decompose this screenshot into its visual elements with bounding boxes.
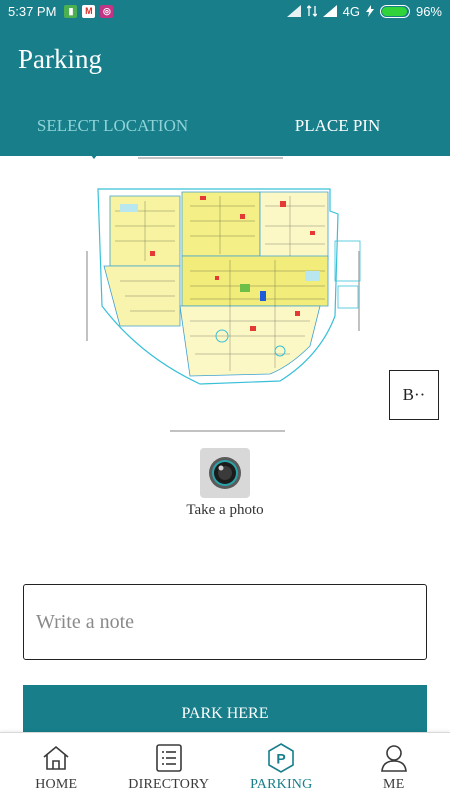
camera-icon bbox=[209, 457, 241, 489]
sim-card-icon: ▮ bbox=[64, 4, 78, 18]
nav-item-directory[interactable]: DIRECTORY bbox=[113, 733, 226, 800]
network-type: 4G bbox=[342, 3, 360, 19]
signal-icon bbox=[322, 5, 337, 17]
map-overlay-button[interactable]: B·· bbox=[389, 370, 439, 420]
battery-level bbox=[381, 6, 407, 16]
gmail-icon: M bbox=[82, 4, 96, 18]
charging-icon bbox=[365, 5, 374, 17]
take-photo-label: Take a photo bbox=[186, 502, 264, 518]
nav-label-me: ME bbox=[383, 777, 405, 792]
note-input[interactable] bbox=[23, 584, 427, 660]
status-time: 5:37 PM bbox=[8, 3, 57, 19]
parking-map[interactable] bbox=[80, 156, 380, 436]
directory-icon bbox=[154, 743, 184, 773]
battery-percent: 96% bbox=[415, 3, 442, 19]
nav-item-me[interactable]: ME bbox=[338, 733, 450, 800]
signal-icon bbox=[286, 5, 301, 17]
svg-text:P: P bbox=[277, 751, 286, 767]
battery-icon bbox=[379, 4, 410, 18]
parking-icon: P bbox=[266, 743, 296, 773]
nav-label-parking: PARKING bbox=[250, 777, 313, 792]
app-bar: Parking bbox=[0, 22, 450, 156]
data-transfer-icon bbox=[306, 5, 317, 17]
page-title: Parking bbox=[18, 44, 102, 74]
status-bar: 5:37 PM ▮ M ◎ 4G 96% bbox=[0, 0, 450, 22]
nav-item-parking[interactable]: P PARKING bbox=[225, 733, 338, 800]
floor-plan-image bbox=[86, 157, 361, 432]
camera-button[interactable] bbox=[200, 448, 250, 498]
home-icon bbox=[41, 743, 71, 773]
tab-place-pin[interactable]: PLACE PIN bbox=[294, 116, 381, 135]
instagram-icon: ◎ bbox=[100, 4, 114, 18]
nav-label-directory: DIRECTORY bbox=[128, 777, 210, 792]
nav-label-home: HOME bbox=[35, 777, 78, 792]
nav-item-home[interactable]: HOME bbox=[0, 733, 113, 800]
tab-select-location[interactable]: SELECT LOCATION bbox=[36, 116, 189, 135]
bottom-navigation: HOME DIRECTORY P PARKING ME bbox=[0, 732, 450, 800]
park-here-label: PARK HERE bbox=[181, 705, 269, 722]
person-icon bbox=[379, 743, 409, 773]
tab-indicator bbox=[90, 154, 98, 159]
